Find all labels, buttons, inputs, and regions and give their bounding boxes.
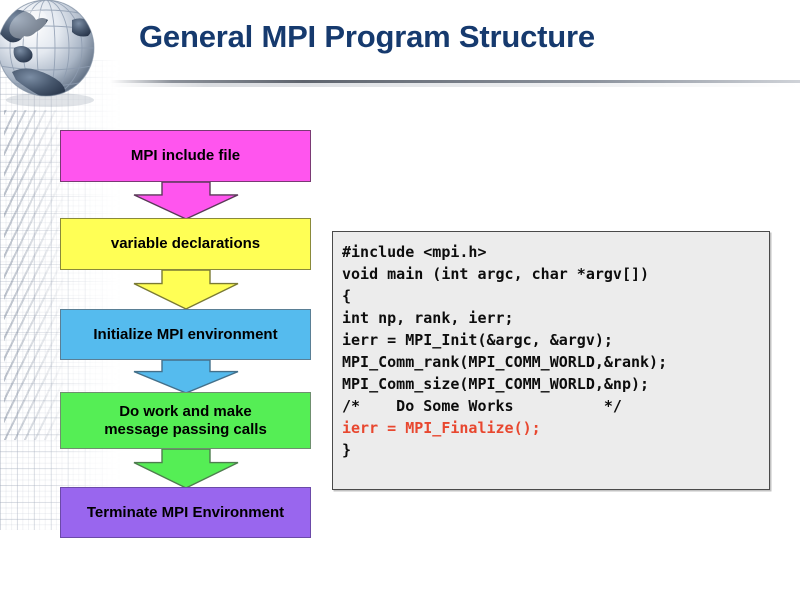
flow-arrow-3 [132,360,240,394]
flow-step-label: Initialize MPI environment [93,325,278,343]
background-diagonal-texture [4,110,66,440]
flow-step-label: MPI include file [130,147,241,165]
header-divider-shadow [110,83,800,87]
header-divider [110,80,800,83]
slide-header: General MPI Program Structure [0,0,800,107]
page-title: General MPI Program Structure [139,19,595,54]
flow-step-1[interactable]: MPI include file [60,130,311,182]
code-sample-text: #include <mpi.h> void main (int argc, cha… [342,241,769,461]
code-line-1: #include <mpi.h> [342,243,487,261]
code-line-8: /* Do Some Works */ [342,397,622,416]
code-line-10: } [342,441,352,460]
flow-step-label: Terminate MPI Environment [86,503,285,521]
flow-step-label: variable declarations [110,235,261,253]
globe-icon [0,0,95,107]
flow-step-4[interactable]: Do work and make message passing calls [60,392,311,449]
code-line-4: int np, rank, ierr; [342,309,514,328]
flow-step-3[interactable]: Initialize MPI environment [60,309,311,360]
code-line-7: MPI_Comm_size(MPI_COMM_WORLD,&np); [342,375,650,394]
code-line-2: void main (int argc, char *argv[]) [342,265,650,284]
flow-arrow-4 [132,449,240,489]
code-line-9: ierr = MPI_Finalize(); [342,419,541,438]
code-line-5: ierr = MPI_Init(&argc, &argv); [342,331,613,350]
flow-arrow-1 [132,182,240,220]
code-line-3: { [342,287,352,306]
flow-arrow-2 [132,270,240,310]
code-sample-panel: #include <mpi.h> void main (int argc, cha… [332,231,770,490]
code-line-6: MPI_Comm_rank(MPI_COMM_WORLD,&rank); [342,353,668,372]
flow-step-label: Do work and make message passing calls [104,402,267,438]
flow-step-2[interactable]: variable declarations [60,218,311,270]
flow-step-5[interactable]: Terminate MPI Environment [60,487,311,538]
